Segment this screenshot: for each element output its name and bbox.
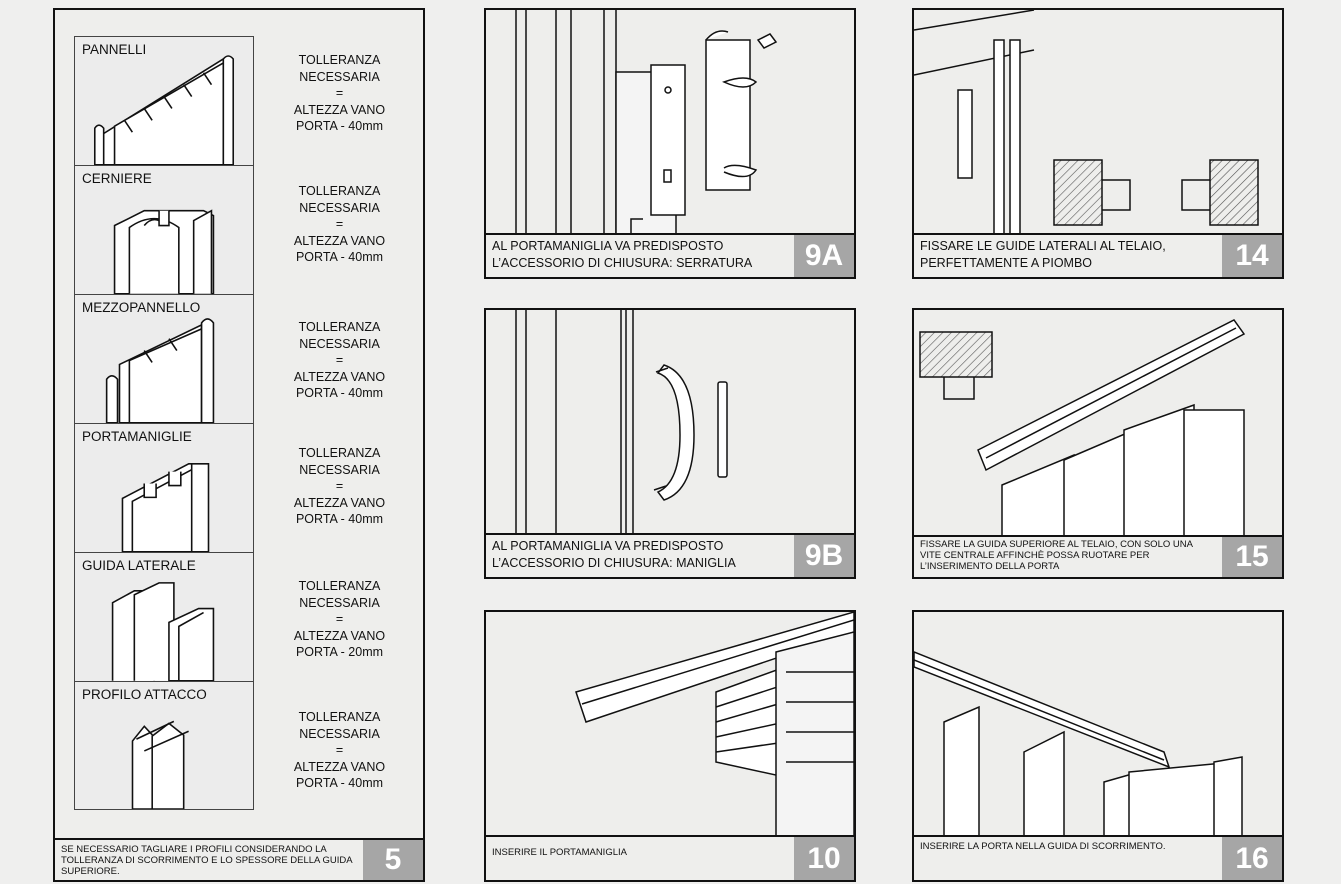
profile-name: GUIDA LATERALE [82, 558, 196, 573]
caption-text: INSERIRE LA PORTA NELLA GUIDA DI SCORRIM… [920, 841, 1166, 852]
caption-text: SE NECESSARIO TAGLIARE I PROFILI CONSIDE… [61, 844, 353, 877]
step-14-panel: FISSARE LE GUIDE LATERALI AL TELAIO, PER… [912, 8, 1284, 279]
guida-superiore-illustration [914, 310, 1282, 539]
inserire-porta-illustration [914, 612, 1282, 841]
step-10-panel: INSERIRE IL PORTAMANIGLIA 10 [484, 610, 856, 882]
step-caption: INSERIRE IL PORTAMANIGLIA 10 [486, 835, 854, 880]
step-caption: INSERIRE LA PORTA NELLA GUIDA DI SCORRIM… [914, 835, 1282, 880]
step-number: 16 [1222, 837, 1282, 880]
profile-mezzopannello: MEZZOPANNELLO [74, 294, 254, 423]
profile-name: PROFILO ATTACCO [82, 687, 207, 702]
caption-text: INSERIRE IL PORTAMANIGLIA [492, 847, 627, 858]
step-number: 9A [794, 235, 854, 277]
step-number: 5 [363, 840, 423, 880]
guide-laterali-illustration [914, 10, 1282, 239]
profile-cerniere: CERNIERE [74, 165, 254, 294]
profile-profilo-attacco: PROFILO ATTACCO [74, 681, 254, 810]
profile-name: MEZZOPANNELLO [82, 300, 201, 315]
step-caption: FISSARE LE GUIDE LATERALI AL TELAIO, PER… [914, 233, 1282, 277]
guida-laterale-profile-drawing [111, 582, 215, 681]
portamaniglie-profile-drawing [121, 462, 210, 552]
step-16-panel: INSERIRE LA PORTA NELLA GUIDA DI SCORRIM… [912, 610, 1284, 882]
profile-pannelli: PANNELLI [74, 36, 254, 165]
step-number: 10 [794, 837, 854, 880]
step-caption: AL PORTAMANIGLIA VA PREDISPOSTO L’ACCESS… [486, 233, 854, 277]
profile-portamaniglie: PORTAMANIGLIE [74, 423, 254, 552]
step-9b-panel: AL PORTAMANIGLIA VA PREDISPOSTO L’ACCESS… [484, 308, 856, 579]
caption-text: AL PORTAMANIGLIA VA PREDISPOSTO L’ACCESS… [492, 539, 736, 570]
step-caption: AL PORTAMANIGLIA VA PREDISPOSTO L’ACCESS… [486, 533, 854, 577]
profile-guida-laterale: GUIDA LATERALE [74, 552, 254, 681]
profilo-attacco-profile-drawing [131, 720, 189, 809]
maniglia-illustration [486, 310, 854, 539]
mezzopannello-profile-drawing [105, 318, 215, 423]
step-caption: FISSARE LA GUIDA SUPERIORE AL TELAIO, CO… [914, 535, 1282, 577]
caption-text: FISSARE LE GUIDE LATERALI AL TELAIO, PER… [920, 239, 1166, 270]
step-caption: SE NECESSARIO TAGLIARE I PROFILI CONSIDE… [55, 838, 423, 880]
step-number: 15 [1222, 537, 1282, 577]
cerniere-profile-drawing [113, 209, 215, 294]
step-number: 9B [794, 535, 854, 577]
profile-name: PANNELLI [82, 42, 147, 57]
caption-text: FISSARE LA GUIDA SUPERIORE AL TELAIO, CO… [920, 539, 1193, 572]
serratura-illustration [486, 10, 854, 239]
step-15-panel: FISSARE LA GUIDA SUPERIORE AL TELAIO, CO… [912, 308, 1284, 579]
step-9a-panel: AL PORTAMANIGLIA VA PREDISPOSTO L’ACCESS… [484, 8, 856, 279]
inserire-portamaniglia-illustration [486, 612, 854, 841]
profile-name: CERNIERE [82, 171, 152, 186]
pannelli-profile-drawing [93, 55, 235, 165]
step-5-panel: PANNELLI CERNIERE MEZZOPANNELLO [53, 8, 425, 882]
caption-text: AL PORTAMANIGLIA VA PREDISPOSTO L’ACCESS… [492, 239, 753, 270]
profile-name: PORTAMANIGLIE [82, 429, 192, 444]
step-number: 14 [1222, 235, 1282, 277]
